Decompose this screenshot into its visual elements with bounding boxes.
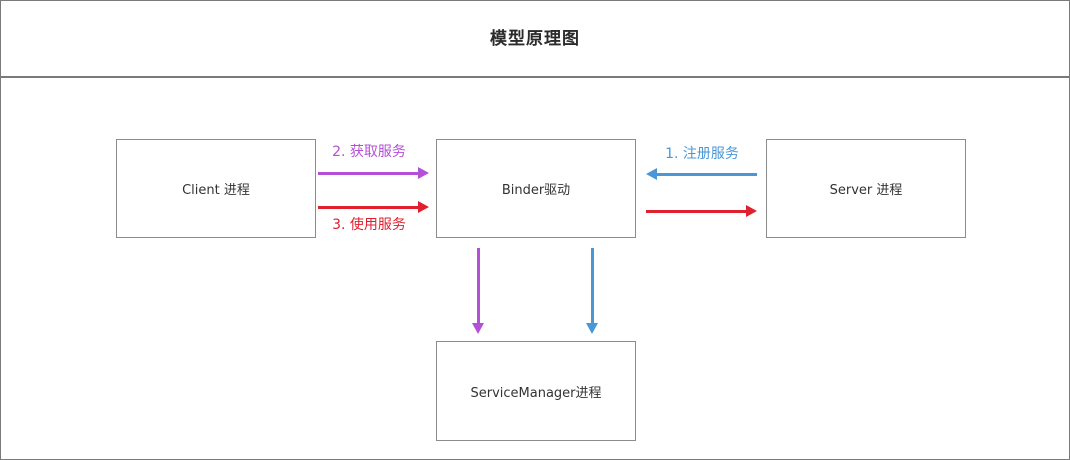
arrow-line — [646, 210, 749, 213]
node-binder-label: Binder驱动 — [501, 183, 571, 198]
diagram-title: 模型原理图 — [490, 29, 580, 49]
edge-label-acquire-service: 2. 获取服务 — [332, 144, 406, 160]
arrow-line — [477, 248, 480, 326]
edge-label-register-service: 1. 注册服务 — [665, 146, 739, 162]
arrow-head-down-icon — [586, 323, 598, 334]
node-server-label: Server 进程 — [829, 183, 903, 198]
diagram-header: 模型原理图 — [1, 1, 1069, 78]
node-servicemanager-label: ServiceManager进程 — [470, 385, 602, 401]
arrow-binder-to-servicemanager-purple — [472, 248, 485, 334]
node-servicemanager-process: ServiceManager进程 — [436, 341, 636, 441]
arrow-register-server-to-binder — [646, 168, 757, 181]
arrow-line — [318, 206, 421, 209]
arrow-binder-to-servicemanager-blue — [586, 248, 599, 334]
arrow-acquire-client-to-binder — [318, 167, 429, 180]
node-client-label: Client 进程 — [182, 183, 250, 198]
edge-label-use-service: 3. 使用服务 — [332, 217, 406, 233]
arrow-use-client-to-binder — [318, 201, 429, 214]
arrow-head-right-icon — [418, 167, 429, 179]
arrow-head-left-icon — [646, 168, 657, 180]
node-server-process: Server 进程 — [766, 139, 966, 238]
arrow-line — [318, 172, 421, 175]
arrow-head-down-icon — [472, 323, 484, 334]
arrow-line — [654, 173, 757, 176]
node-client-process: Client 进程 — [116, 139, 316, 238]
arrow-binder-to-server — [646, 205, 757, 218]
arrow-head-right-icon — [746, 205, 757, 217]
node-binder-driver: Binder驱动 — [436, 139, 636, 238]
arrow-line — [591, 248, 594, 326]
arrow-head-right-icon — [418, 201, 429, 213]
